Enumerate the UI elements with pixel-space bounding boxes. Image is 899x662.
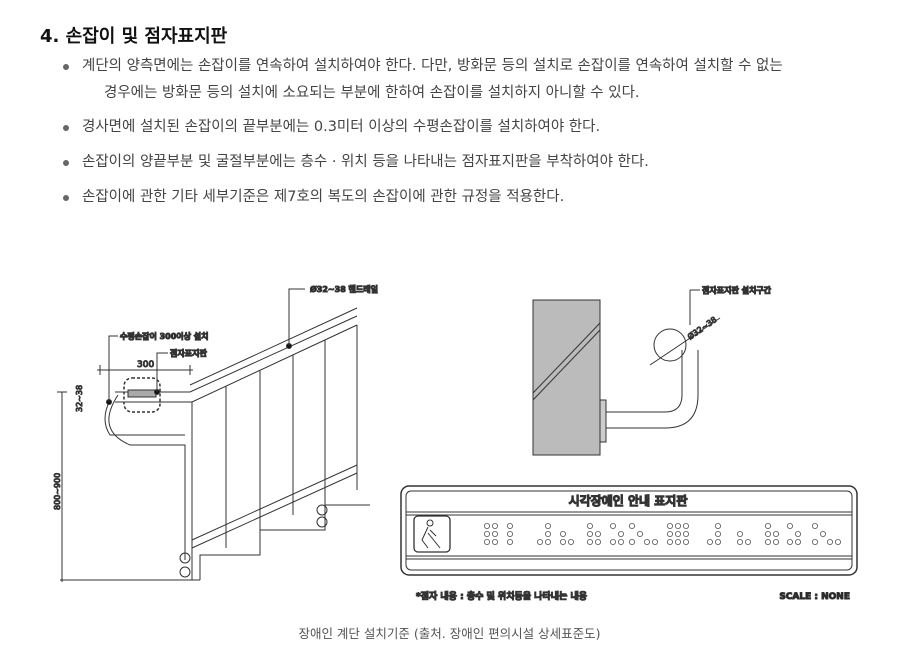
braille-dot	[765, 523, 772, 530]
braille-dot	[610, 539, 617, 546]
braille-dot	[835, 539, 842, 546]
braille-dot	[820, 531, 827, 538]
bullet-text: 손잡이의 양끝부분 및 굴절부분에는 층수 · 위치 등을 나타내는 점자표지판…	[82, 154, 649, 170]
braille-dot	[683, 539, 690, 546]
scale-label: SCALE : NONE	[779, 592, 850, 602]
braille-dot	[644, 539, 651, 546]
braille-dot	[765, 531, 772, 538]
bullet-icon	[63, 195, 69, 201]
handrail-elevation	[57, 288, 370, 582]
braille-dot	[618, 539, 625, 546]
bullet-icon	[63, 64, 69, 70]
dimension-height: 800~900	[53, 473, 62, 510]
braille-dot	[629, 539, 636, 546]
horizontal-handrail-label: 수평손잡이 300이상 설치	[120, 331, 209, 341]
braille-dot	[610, 523, 617, 530]
bullet-text: 경사면에 설치된 손잡이의 끝부분에는 0.3미터 이상의 수평손잡이를 설치하…	[82, 119, 601, 135]
braille-dot	[787, 523, 794, 530]
braille-dot	[568, 539, 575, 546]
braille-dot	[545, 539, 552, 546]
braille-dot	[483, 523, 490, 530]
bullet-item: 계단의 양측면에는 손잡이를 연속하여 설치하여야 한다. 다만, 방화문 등의…	[63, 53, 872, 107]
braille-dot	[637, 531, 644, 538]
braille-dot	[795, 539, 802, 546]
braille-dot	[491, 531, 498, 538]
visually-impaired-icon	[413, 515, 451, 553]
section-label: 점자표지판 설치구간	[702, 285, 772, 295]
braille-note: *점자 내용 : 층수 및 위치등을 나타내는 내용	[416, 590, 587, 602]
braille-dot	[595, 539, 602, 546]
braille-dot	[773, 531, 780, 538]
braille-dot	[587, 531, 594, 538]
braille-dot	[737, 531, 744, 538]
braille-dot	[652, 539, 659, 546]
braille-dot	[629, 523, 636, 530]
braille-dot	[545, 531, 552, 538]
bullet-item: 경사면에 설치된 손잡이의 끝부분에는 0.3미터 이상의 수평손잡이를 설치하…	[63, 114, 872, 141]
bullet-item: 손잡이의 양끝부분 및 굴절부분에는 층수 · 위치 등을 나타내는 점자표지판…	[63, 149, 872, 176]
braille-dot	[483, 531, 490, 538]
dimension-diameter: 32~38	[75, 385, 84, 412]
handrail-label: Ø32~38 핸드레일	[310, 284, 378, 294]
braille-dot	[812, 539, 819, 546]
braille-dot	[560, 531, 567, 538]
braille-dot	[506, 539, 513, 546]
braille-dot	[795, 531, 802, 538]
braille-dot	[587, 539, 594, 546]
braille-dot	[675, 531, 682, 538]
braille-dot	[675, 523, 682, 530]
figure-caption: 장애인 계단 설치기준 (출처. 장애인 편의시설 상세표준도)	[298, 626, 601, 641]
braille-dot	[765, 539, 772, 546]
braille-dot	[560, 539, 567, 546]
braille-dot	[667, 523, 674, 530]
braille-dot	[787, 539, 794, 546]
braille-dot	[545, 523, 552, 530]
bullet-text: 계단의 양측면에는 손잡이를 연속하여 설치하여야 한다. 다만, 방화문 등의…	[82, 58, 783, 74]
braille-dot	[737, 539, 744, 546]
braille-dot	[715, 539, 722, 546]
braille-dot	[618, 531, 625, 538]
braille-dot	[506, 531, 513, 538]
section-heading: 4. 손잡이 및 점자표지판	[40, 26, 228, 47]
braille-dot	[491, 539, 498, 546]
braille-dot	[773, 539, 780, 546]
braille-dot	[715, 523, 722, 530]
bullet-text: 손잡이에 관한 기타 세부기준은 제7호의 복도의 손잡이에 관한 규정을 적용…	[82, 189, 565, 205]
dimension-300: 300	[137, 360, 154, 370]
bullet-icon	[63, 160, 69, 166]
bullet-icon	[63, 125, 69, 131]
braille-dot	[587, 523, 594, 530]
braille-dot	[506, 523, 513, 530]
braille-sign	[400, 485, 858, 576]
braille-dot	[491, 523, 498, 530]
braille-dot	[827, 539, 834, 546]
bullet-item: 손잡이에 관한 기타 세부기준은 제7호의 복도의 손잡이에 관한 규정을 적용…	[63, 184, 872, 211]
braille-dot	[683, 523, 690, 530]
braille-dots	[483, 523, 842, 546]
braille-dot	[667, 539, 674, 546]
braille-sign-label: 점자표지판	[170, 348, 207, 358]
braille-dot	[715, 531, 722, 538]
braille-dot	[812, 523, 819, 530]
braille-dot	[707, 539, 714, 546]
braille-dot	[483, 539, 490, 546]
braille-dot	[667, 531, 674, 538]
handrail-section	[532, 289, 721, 456]
braille-dot	[675, 539, 682, 546]
sign-title: 시각장애인 안내 표지판	[569, 493, 688, 508]
stair-handrail-figure: Ø32~38 핸드레일 수평손잡이 300이상 설치 점자표지판 300 32~…	[53, 284, 858, 603]
braille-dot	[595, 531, 602, 538]
braille-dot	[683, 531, 690, 538]
braille-dot	[537, 539, 544, 546]
braille-dot	[745, 539, 752, 546]
bullet-text-cont: 경우에는 방화문 등의 설치에 소요되는 부분에 한하여 손잡이를 설치하지 아…	[104, 85, 640, 101]
